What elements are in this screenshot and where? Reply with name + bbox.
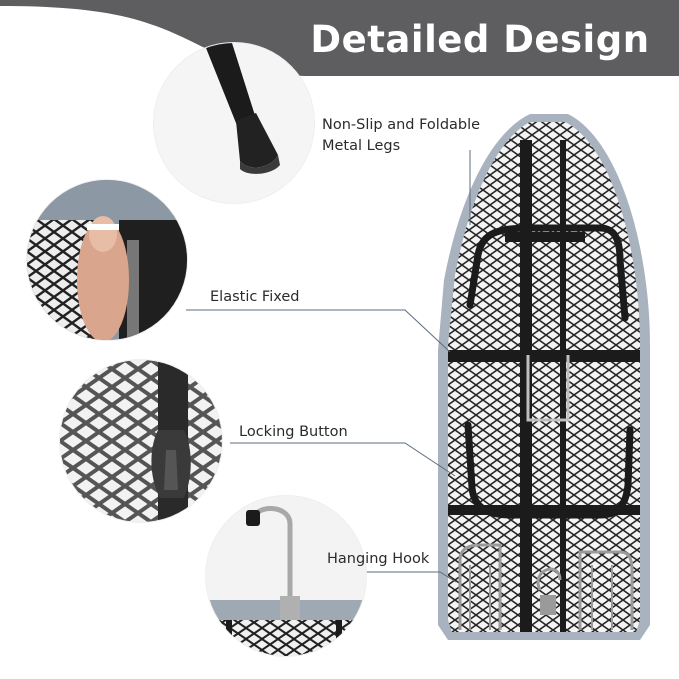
elastic-cover-icon [27, 180, 187, 340]
board-spine [520, 140, 532, 632]
board-mesh [448, 122, 640, 632]
banner-background [0, 0, 679, 76]
lower-leg-frame [464, 421, 634, 519]
detail-locking [60, 360, 222, 522]
feature-label-elastic: Elastic Fixed [210, 289, 300, 305]
upper-leg-frame [466, 224, 629, 322]
leader-line-locking [230, 442, 456, 477]
feature-label-legs: Non-Slip and Foldable Metal Legs [322, 117, 481, 154]
feature-label-locking: Locking Button [239, 424, 348, 440]
detail-leg [154, 43, 314, 203]
feature-label-hook: Hanging Hook [327, 551, 430, 567]
leader-line-elastic [186, 309, 451, 353]
banner-title: Detailed Design [310, 18, 650, 61]
iron-rest [458, 543, 634, 630]
detail-hook [206, 496, 366, 656]
locking-button-icon [60, 360, 222, 522]
hanging-hook-icon [206, 496, 366, 656]
banner-shape [0, 0, 679, 76]
detail-elastic [27, 180, 187, 340]
rubber-foot-leg-icon [154, 43, 314, 203]
